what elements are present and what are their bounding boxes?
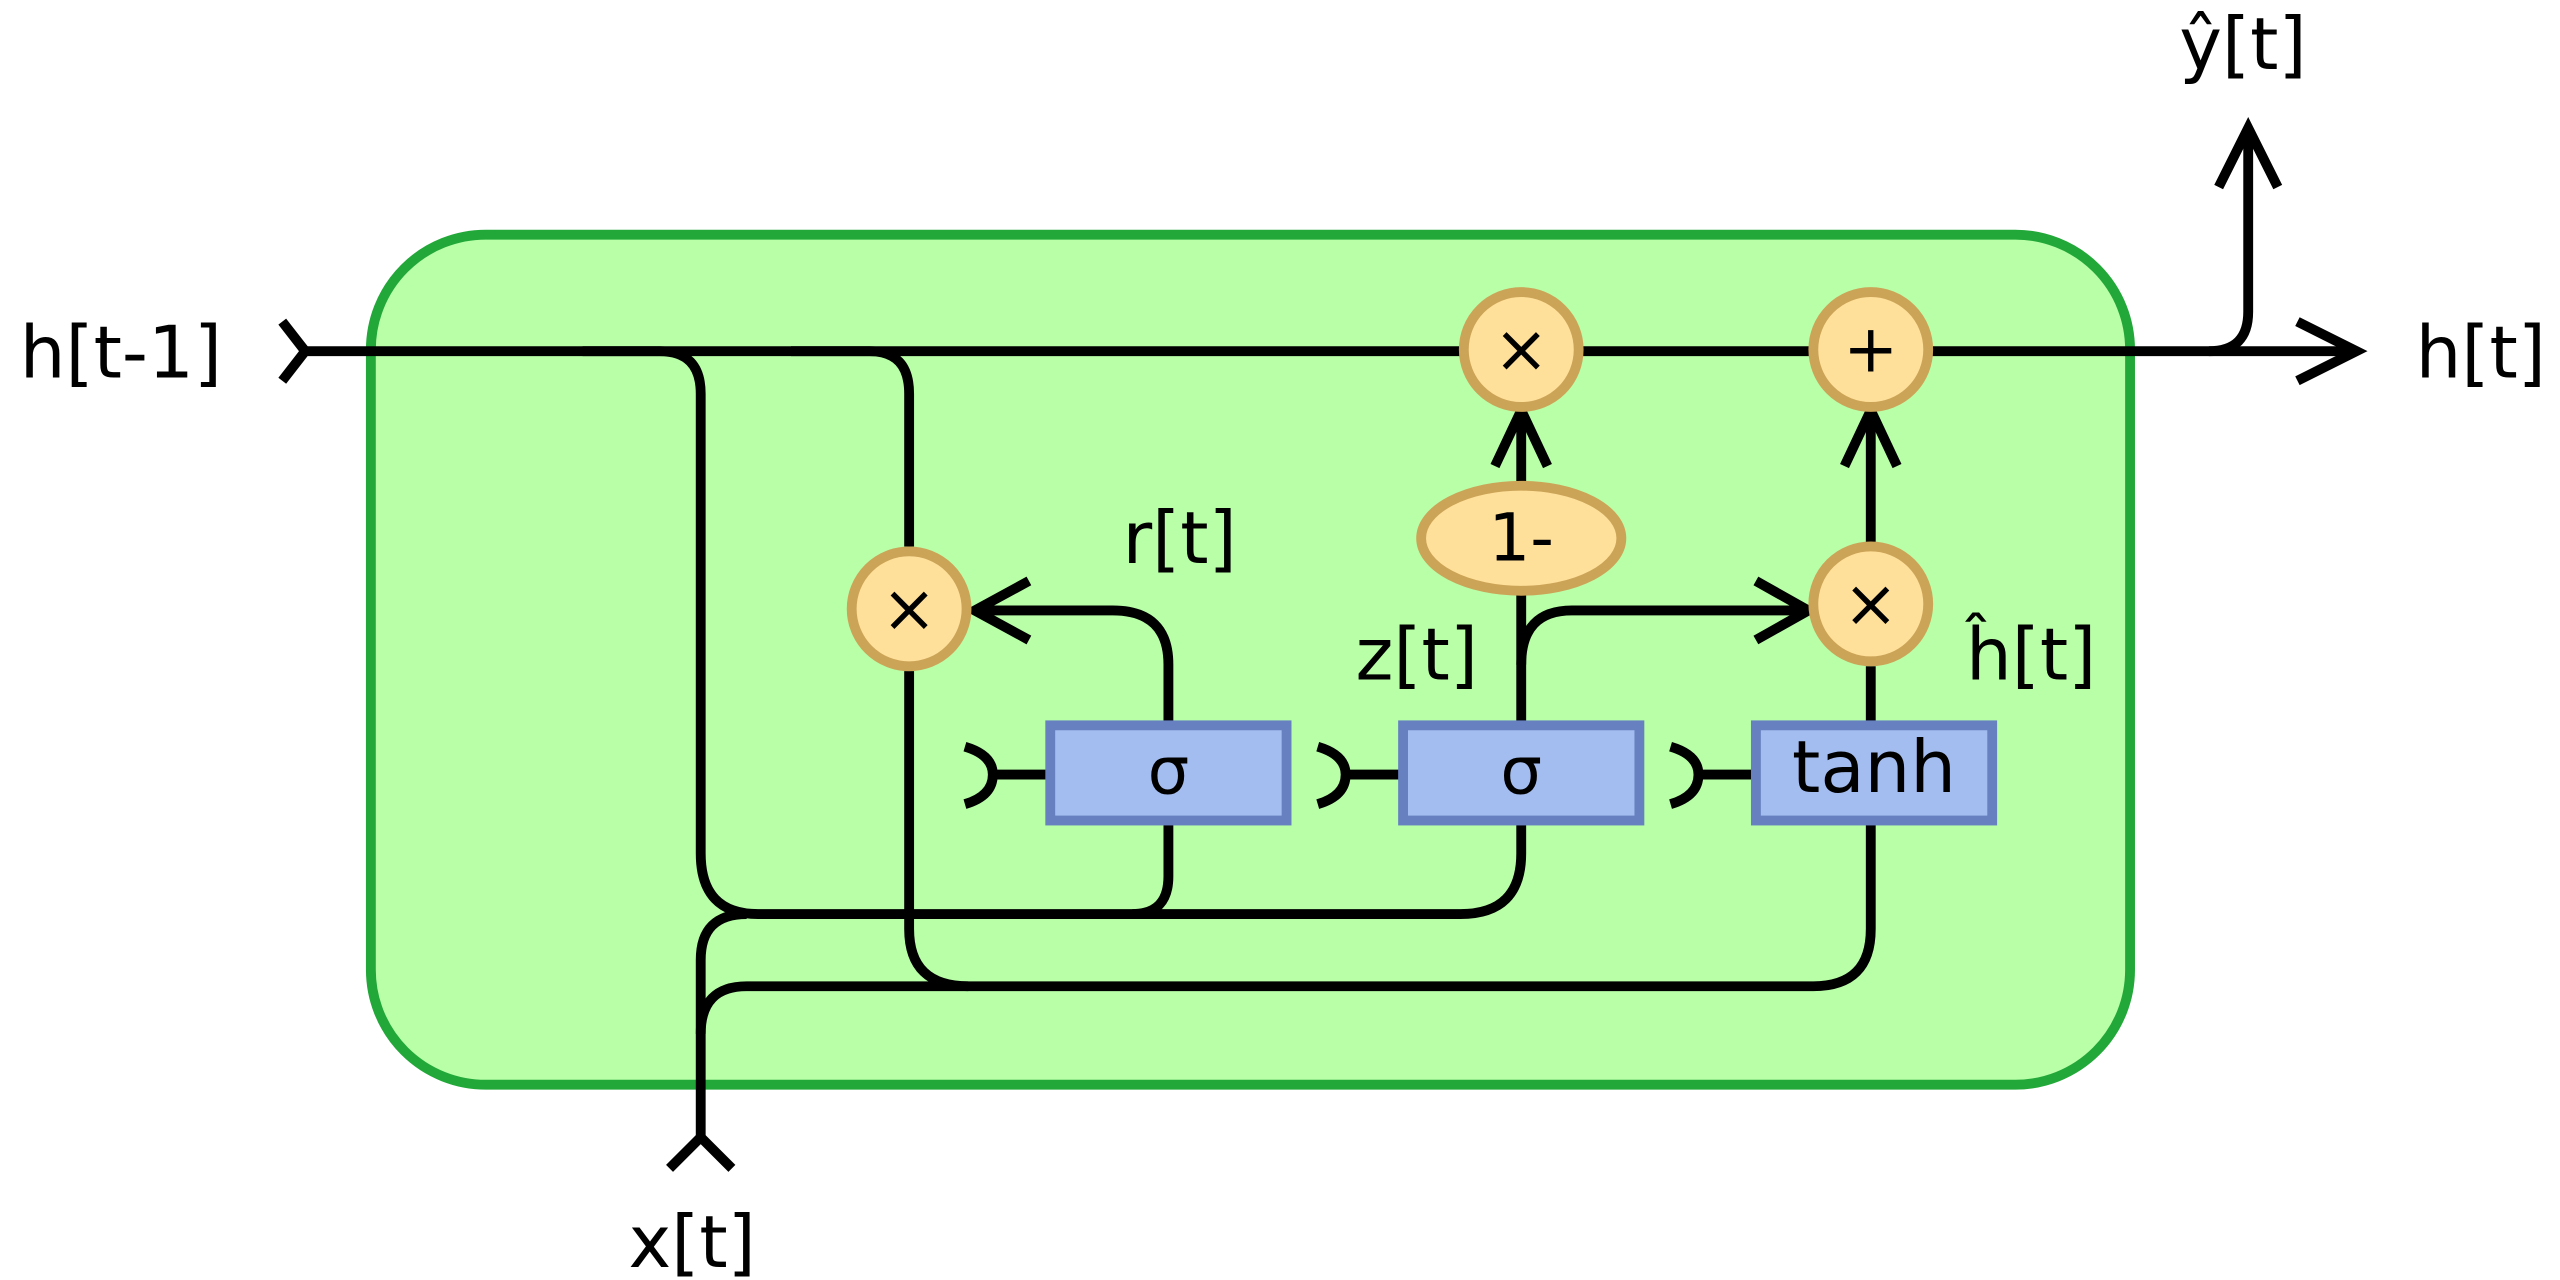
x-in-label: x[t] xyxy=(629,1201,756,1280)
cand-mul-arrowhead-icon xyxy=(1753,576,1819,645)
update-gate-input-connector xyxy=(1316,741,1404,809)
reset-gate-label: σ xyxy=(1148,733,1190,809)
reset-gate-input-connector xyxy=(963,741,1051,809)
h-prev-to-gates-wire xyxy=(582,346,1174,919)
reset-mul-to-candidate-wire xyxy=(904,671,1876,992)
update-to-cand-mul-wire xyxy=(1516,605,1806,665)
add-op: + xyxy=(1808,287,1934,412)
multiply-icon: × xyxy=(1843,566,1898,642)
y-output-wire xyxy=(2208,131,2254,357)
update-label: z[t] xyxy=(1355,613,1478,697)
reset-label: r[t] xyxy=(1122,497,1236,581)
multiply-icon: × xyxy=(1494,312,1549,388)
update-multiply-op: × xyxy=(1458,287,1584,412)
candidate-multiply-op: × xyxy=(1808,541,1934,667)
candidate-gate-input-connector xyxy=(1669,741,1756,809)
x-to-candidate-wire xyxy=(695,981,969,1035)
one-minus-op: 1- xyxy=(1416,480,1627,596)
gru-cell-container xyxy=(365,229,2135,1090)
x-input-wire xyxy=(695,909,747,1141)
candidate-gate-label: tanh xyxy=(1792,726,1956,810)
h-out-label: h[t] xyxy=(2416,311,2546,395)
reset-multiply-op: × xyxy=(846,546,972,672)
candidate-label: ĥ[t] xyxy=(1965,610,2096,697)
h-prev-input-tail-icon xyxy=(278,318,312,384)
update-gate: σ xyxy=(1398,720,1645,826)
h-out-arrowhead-icon xyxy=(2295,317,2368,386)
reset-gate: σ xyxy=(1045,720,1292,826)
reset-arrowhead-icon xyxy=(964,576,1032,645)
plus-icon: + xyxy=(1843,312,1898,388)
update-gate-label: σ xyxy=(1500,733,1542,809)
y-out-arrowhead-icon xyxy=(2214,116,2283,190)
one-minus-label: 1- xyxy=(1489,500,1554,576)
h-prev-to-update-wire xyxy=(1132,823,1527,919)
reset-gate-output-wire xyxy=(978,605,1174,726)
x-input-tail-icon xyxy=(666,1130,736,1172)
h-prev-to-reset-mul-wire xyxy=(790,346,915,547)
y-out-label: ŷ[t] xyxy=(2179,3,2306,87)
multiply-icon: × xyxy=(882,571,937,647)
candidate-gate: tanh xyxy=(1750,720,1998,826)
h-prev-label: h[t-1] xyxy=(20,311,222,395)
